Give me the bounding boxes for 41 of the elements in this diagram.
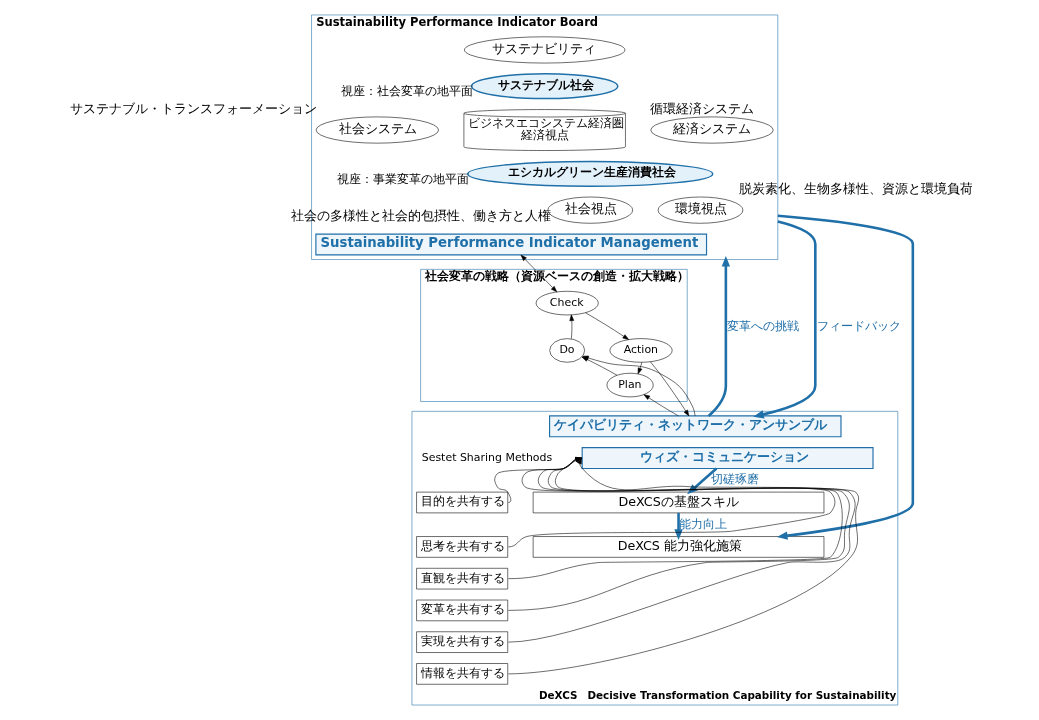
arrow bbox=[507, 457, 843, 579]
arrow bbox=[707, 256, 730, 417]
node-label: 脱炭素化、生物多様性、資源と環境負荷 bbox=[738, 181, 973, 197]
edge-label: 変革への挑戦 bbox=[726, 318, 799, 333]
arrow bbox=[493, 457, 582, 503]
node-box: 目的を共有する bbox=[415, 491, 508, 514]
arrow bbox=[649, 361, 689, 417]
edge-label: 切磋琢磨 bbox=[710, 472, 759, 487]
arrow bbox=[520, 254, 557, 293]
arrow bbox=[507, 457, 855, 643]
node-box: Sustainability Performance Indicator Management bbox=[314, 233, 707, 256]
node-box: ケイパビリティ・ネットワーク・アンサンブル bbox=[548, 415, 842, 438]
node-box: ウィズ・コミュニケーション bbox=[581, 447, 874, 470]
arrow bbox=[776, 214, 914, 540]
node-box: 情報を共有する bbox=[415, 663, 508, 685]
node-box: 思考を共有する bbox=[415, 536, 508, 558]
arrow bbox=[507, 457, 859, 675]
label: Sestet Sharing Methods bbox=[421, 450, 552, 464]
node-box: 変革を共有する bbox=[415, 599, 508, 622]
arrow bbox=[507, 457, 835, 548]
node-ellipse: Do bbox=[548, 338, 585, 363]
node-label: 視座：社会変革の地平面 bbox=[340, 83, 473, 98]
node-ellipse: 経済システム bbox=[650, 116, 774, 144]
edge-label: フィードバック bbox=[816, 318, 901, 333]
node-ellipse: 社会システム bbox=[315, 116, 439, 144]
arrow bbox=[584, 312, 629, 340]
node-ellipse: 環境視点 bbox=[657, 196, 743, 224]
arrow bbox=[507, 456, 850, 611]
arrow bbox=[569, 314, 574, 340]
node-ellipse: サステナビリティ bbox=[463, 36, 625, 64]
node-box: 実現を共有する bbox=[415, 631, 508, 653]
arrow bbox=[637, 362, 642, 375]
node-box: DeXCSの基盤スキル bbox=[532, 491, 824, 514]
node-ellipse: Action bbox=[609, 338, 672, 363]
node-box: 直観を共有する bbox=[415, 568, 508, 590]
node-label: 循環経済システム bbox=[649, 101, 754, 117]
arrow bbox=[643, 394, 679, 417]
node-label: サステナブル・トランスフォーメーション bbox=[69, 101, 317, 117]
node-ellipse: Check bbox=[535, 291, 599, 316]
arrow bbox=[752, 220, 817, 419]
node-box: DeXCS 能力強化施策 bbox=[532, 536, 824, 558]
